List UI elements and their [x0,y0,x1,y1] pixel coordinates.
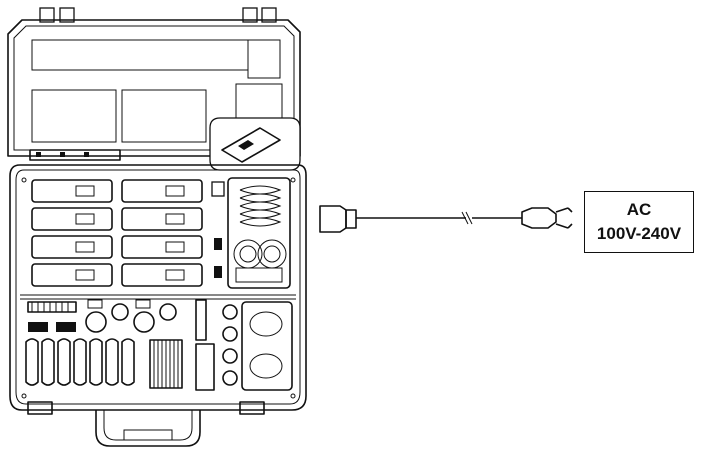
lid-latch-right [242,7,258,23]
voltage-range-text: 100V-240V [596,224,682,243]
charger-bay [121,235,203,259]
power-type-text: AC [626,200,652,219]
case-base [9,164,307,447]
charger-bay [31,263,113,287]
connector-port [222,370,238,386]
lid-latch-right-2 [261,7,277,23]
power-switch-callout [209,117,301,171]
lid-compartment-right [121,89,207,143]
power-cord [319,205,573,233]
case-handle [27,401,265,447]
lid-block [247,39,281,79]
power-rating-label: AC 100V-240V [584,191,694,253]
charger-bay [121,179,203,203]
lid-latch-left [39,7,55,23]
rocker-switch-icon [221,127,281,163]
charger-bay [31,235,113,259]
lid-latch-left-2 [59,7,75,23]
lid-compartment-left [31,89,117,143]
charger-bays [31,179,225,287]
headset-clip [85,311,107,333]
connector-port [222,304,238,320]
connector-port [222,326,238,342]
ac-plug-icon [521,207,557,229]
charger-bay [31,207,113,231]
accessory-tray [27,299,293,391]
connector-port [222,348,238,364]
iec-connector-icon [319,205,347,233]
transmitter-slots [25,338,215,391]
coiled-cable-compartment [227,177,291,289]
handle-grip [123,429,173,441]
charger-bay [121,263,203,287]
cable-bundle [241,301,293,391]
accessory-strip [27,301,77,313]
charger-bay [121,207,203,231]
charger-bay [31,179,113,203]
